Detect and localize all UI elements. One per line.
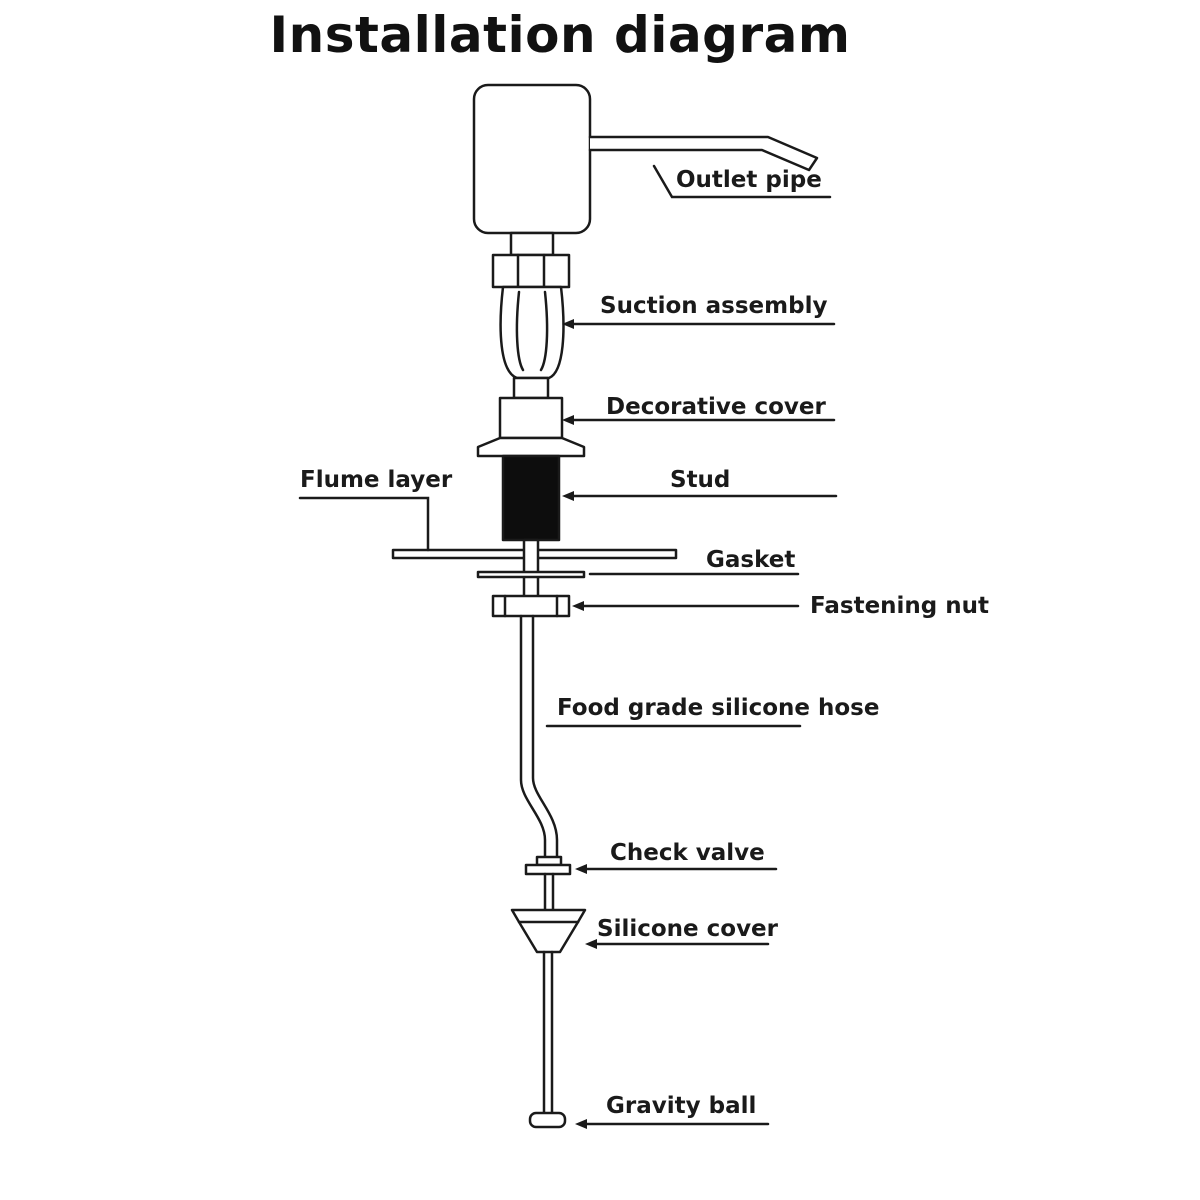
fastening-nut bbox=[491, 594, 571, 618]
arrowhead-silicone-cover bbox=[585, 939, 597, 949]
pump-head bbox=[472, 83, 592, 235]
label-outlet-pipe: Outlet pipe bbox=[676, 167, 822, 193]
silicone-hose bbox=[519, 614, 547, 864]
label-silicone-cover: Silicone cover bbox=[597, 916, 779, 942]
arrowhead-check-valve bbox=[575, 864, 587, 874]
stud bbox=[501, 454, 561, 542]
suction-bulb bbox=[499, 285, 565, 380]
label-check-valve: Check valve bbox=[610, 840, 765, 866]
hex-collar bbox=[491, 253, 571, 289]
arrowhead-fastening-nut bbox=[572, 601, 584, 611]
label-fastening-nut: Fastening nut bbox=[810, 593, 990, 619]
arrowhead-suction-assembly bbox=[562, 319, 574, 329]
arrowhead-stud bbox=[562, 491, 574, 501]
label-hose: Food grade silicone hose bbox=[557, 695, 880, 721]
label-decorative-cover: Decorative cover bbox=[606, 394, 826, 420]
decorative-cover bbox=[498, 396, 564, 440]
leader-outlet-pipe bbox=[652, 164, 832, 199]
label-stud: Stud bbox=[670, 467, 731, 493]
pump-neck bbox=[509, 231, 555, 257]
label-gravity-ball: Gravity ball bbox=[606, 1093, 757, 1119]
suction-tube bbox=[512, 376, 550, 400]
silicone-cover bbox=[510, 908, 587, 954]
arrowhead-decorative-cover bbox=[562, 415, 574, 425]
decorative-cover-flange bbox=[476, 436, 586, 458]
arrowhead-gravity-ball bbox=[575, 1119, 587, 1129]
gravity-ball bbox=[528, 1111, 567, 1129]
check-valve bbox=[524, 863, 572, 876]
label-gasket: Gasket bbox=[706, 547, 796, 573]
gasket bbox=[476, 570, 586, 579]
diagram-title: Installation diagram bbox=[269, 6, 851, 64]
leader-flume-layer bbox=[298, 496, 430, 552]
label-flume-layer: Flume layer bbox=[300, 467, 453, 493]
outlet-pipe bbox=[588, 135, 819, 172]
label-suction-assembly: Suction assembly bbox=[600, 293, 828, 319]
